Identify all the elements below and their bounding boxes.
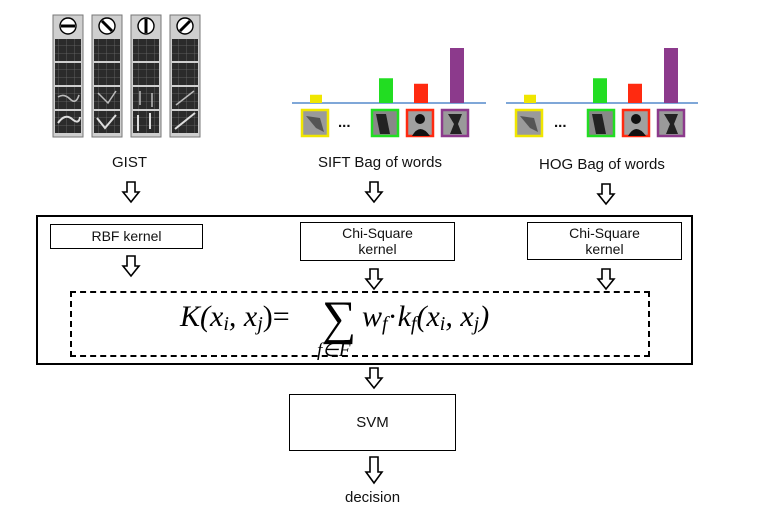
sum-symbol: ∑ [322,292,356,345]
patch-thumbnail-icon [300,108,330,138]
patch-thumbnail-icon [405,108,435,138]
hollow-down-arrow-icon [364,367,384,390]
formula-rhs: wf·kf(xi, xj) [362,300,489,335]
gist-filter-bank [52,14,201,138]
sift-bar-1 [310,94,322,103]
hollow-down-arrow-icon [596,268,616,291]
sift-ellipsis: ... [338,114,351,131]
hollow-down-arrow-icon [121,255,141,278]
hollow-down-arrow-icon [121,181,141,204]
chi-square-label-line2: kernel [585,241,624,257]
sift-label: SIFT Bag of words [318,154,442,171]
chi-square-label-line1: Chi-Square [569,225,640,241]
hollow-down-arrow-icon [364,456,384,485]
decision-label: decision [345,489,401,506]
hog-bag-of-words-histogram [506,48,698,138]
rbf-kernel-box: RBF kernel [50,224,203,249]
combined-kernel-formula-box [70,291,650,357]
hog-label: HOG Bag of words [539,156,665,173]
gist-label: GIST [112,154,148,171]
patch-thumbnail-icon [370,108,400,138]
gist-column-1 [52,14,84,138]
chi-square-kernel-box-sift: Chi-Square kernel [300,222,455,261]
patch-thumbnail-icon [656,108,686,138]
hollow-down-arrow-icon [596,183,616,206]
hog-bar-3 [628,83,642,103]
patch-thumbnail-icon [586,108,616,138]
patch-thumbnail-icon [440,108,470,138]
formula-text: K(xi, xj)= [179,300,290,335]
sift-bar-4 [450,48,464,103]
hog-bar-2 [593,78,607,103]
gist-column-3 [130,14,162,138]
svm-box: SVM [289,394,456,451]
sift-bag-of-words-histogram [292,48,486,138]
combined-kernel-formula: K(xi, xj)= ∑ f∈F wf·kf(xi, xj) [179,292,489,361]
hog-bar-1 [524,94,536,103]
chi-square-label-line2: kernel [358,241,397,257]
patch-thumbnail-icon [621,108,651,138]
hollow-down-arrow-icon [364,268,384,291]
chi-square-label-line1: Chi-Square [342,225,413,241]
patch-thumbnail-icon [514,108,544,138]
chi-square-kernel-box-hog: Chi-Square kernel [527,222,682,260]
sum-subscript: f∈F [317,340,351,361]
hog-ellipsis: ... [554,114,567,131]
hollow-down-arrow-icon [364,181,384,204]
kernel-combination-box [36,215,693,365]
hog-bar-4 [664,48,678,103]
gist-column-2 [91,14,123,138]
sift-bar-2 [379,78,393,103]
svm-label: SVM [356,414,389,431]
sift-bar-3 [414,83,428,103]
rbf-kernel-label: RBF kernel [91,228,162,244]
gist-column-4 [169,14,201,138]
